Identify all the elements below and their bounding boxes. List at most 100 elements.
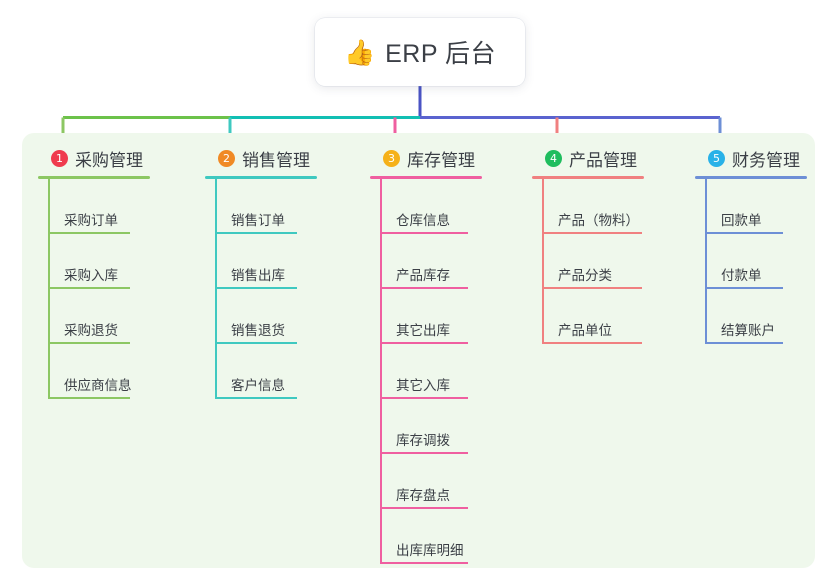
leaf-item-label: 客户信息 bbox=[231, 378, 285, 393]
leaf-item-label: 产品单位 bbox=[558, 323, 612, 338]
leaf-underline bbox=[380, 562, 468, 564]
leaf-underline bbox=[380, 232, 468, 234]
leaf-item[interactable]: 客户信息 bbox=[205, 344, 345, 399]
leaf-item[interactable]: 结算账户 bbox=[695, 289, 825, 344]
column-rule bbox=[205, 176, 317, 179]
leaf-list: 回款单付款单结算账户 bbox=[695, 179, 825, 344]
leaf-item-label: 付款单 bbox=[721, 268, 762, 283]
leaf-spine bbox=[48, 179, 50, 399]
leaf-underline bbox=[542, 287, 642, 289]
leaf-underline bbox=[215, 342, 297, 344]
leaf-underline bbox=[380, 507, 468, 509]
leaf-list: 仓库信息产品库存其它出库其它入库库存调拨库存盘点出库库明细 bbox=[370, 179, 510, 564]
leaf-underline bbox=[542, 342, 642, 344]
leaf-item[interactable]: 付款单 bbox=[695, 234, 825, 289]
column-rule bbox=[532, 176, 644, 179]
leaf-spine bbox=[380, 179, 382, 564]
column-5: 5 财务管理回款单付款单结算账户 bbox=[695, 146, 825, 344]
leaf-item-label: 库存调拨 bbox=[396, 433, 450, 448]
leaf-item[interactable]: 其它出库 bbox=[370, 289, 510, 344]
column-title: 库存管理 bbox=[407, 150, 475, 170]
leaf-underline bbox=[542, 232, 642, 234]
column-title: 产品管理 bbox=[569, 150, 637, 170]
leaf-underline bbox=[215, 397, 297, 399]
leaf-underline bbox=[705, 287, 783, 289]
leaf-list: 销售订单销售出库销售退货客户信息 bbox=[205, 179, 345, 399]
column-3: 3 库存管理仓库信息产品库存其它出库其它入库库存调拨库存盘点出库库明细 bbox=[370, 146, 510, 564]
leaf-item-label: 采购退货 bbox=[64, 323, 118, 338]
column-4: 4 产品管理产品（物料） 产品分类产品单位 bbox=[532, 146, 672, 344]
leaf-item[interactable]: 产品单位 bbox=[532, 289, 672, 344]
leaf-item[interactable]: 产品（物料） bbox=[532, 179, 672, 234]
leaf-item[interactable]: 其它入库 bbox=[370, 344, 510, 399]
column-2: 2 销售管理销售订单销售出库销售退货客户信息 bbox=[205, 146, 345, 399]
leaf-item-label: 产品库存 bbox=[396, 268, 450, 283]
root-node[interactable]: 👍 ERP 后台 bbox=[315, 18, 525, 86]
column-header-2[interactable]: 2 销售管理 bbox=[205, 146, 345, 170]
leaf-item[interactable]: 供应商信息 bbox=[38, 344, 178, 399]
leaf-underline bbox=[215, 232, 297, 234]
leaf-underline bbox=[705, 232, 783, 234]
leaf-spine bbox=[215, 179, 217, 399]
leaf-item-label: 产品分类 bbox=[558, 268, 612, 283]
leaf-item[interactable]: 库存调拨 bbox=[370, 399, 510, 454]
leaf-item-label: 其它出库 bbox=[396, 323, 450, 338]
leaf-item-label: 采购订单 bbox=[64, 213, 118, 228]
leaf-item[interactable]: 出库库明细 bbox=[370, 509, 510, 564]
column-rule bbox=[695, 176, 807, 179]
leaf-underline bbox=[380, 452, 468, 454]
leaf-item-label: 库存盘点 bbox=[396, 488, 450, 503]
leaf-item-label: 结算账户 bbox=[721, 323, 775, 338]
leaf-item[interactable]: 回款单 bbox=[695, 179, 825, 234]
leaf-underline bbox=[705, 342, 783, 344]
leaf-item-label: 供应商信息 bbox=[64, 378, 132, 393]
column-title: 财务管理 bbox=[732, 150, 800, 170]
leaf-underline bbox=[48, 342, 130, 344]
leaf-item[interactable]: 采购退货 bbox=[38, 289, 178, 344]
leaf-item[interactable]: 库存盘点 bbox=[370, 454, 510, 509]
column-header-3[interactable]: 3 库存管理 bbox=[370, 146, 510, 170]
column-title: 采购管理 bbox=[75, 150, 143, 170]
column-badge-icon: 2 bbox=[218, 149, 235, 167]
diagram-panel bbox=[22, 133, 815, 568]
root-title: ERP 后台 bbox=[385, 40, 497, 68]
leaf-underline bbox=[380, 397, 468, 399]
leaf-spine bbox=[705, 179, 707, 344]
column-badge-icon: 3 bbox=[383, 149, 400, 167]
leaf-item[interactable]: 销售订单 bbox=[205, 179, 345, 234]
leaf-item-label: 销售出库 bbox=[231, 268, 285, 283]
thumbs-up-icon: 👍 bbox=[343, 37, 376, 67]
column-badge-icon: 1 bbox=[51, 149, 68, 167]
leaf-item[interactable]: 采购订单 bbox=[38, 179, 178, 234]
leaf-item[interactable]: 产品分类 bbox=[532, 234, 672, 289]
leaf-item[interactable]: 销售出库 bbox=[205, 234, 345, 289]
leaf-item-label: 销售退货 bbox=[231, 323, 285, 338]
leaf-underline bbox=[48, 397, 130, 399]
leaf-item-label: 出库库明细 bbox=[396, 543, 464, 558]
column-header-5[interactable]: 5 财务管理 bbox=[695, 146, 825, 170]
leaf-item[interactable]: 仓库信息 bbox=[370, 179, 510, 234]
leaf-item-label: 产品（物料） bbox=[558, 213, 639, 228]
column-rule bbox=[370, 176, 482, 179]
leaf-underline bbox=[380, 287, 468, 289]
column-header-4[interactable]: 4 产品管理 bbox=[532, 146, 672, 170]
leaf-item[interactable]: 采购入库 bbox=[38, 234, 178, 289]
leaf-item[interactable]: 产品库存 bbox=[370, 234, 510, 289]
leaf-item-label: 回款单 bbox=[721, 213, 762, 228]
leaf-underline bbox=[380, 342, 468, 344]
column-header-1[interactable]: 1 采购管理 bbox=[38, 146, 178, 170]
leaf-item[interactable]: 销售退货 bbox=[205, 289, 345, 344]
leaf-item-label: 其它入库 bbox=[396, 378, 450, 393]
leaf-underline bbox=[215, 287, 297, 289]
column-badge-icon: 4 bbox=[545, 149, 562, 167]
leaf-list: 采购订单采购入库采购退货供应商信息 bbox=[38, 179, 178, 399]
column-title: 销售管理 bbox=[242, 150, 310, 170]
leaf-underline bbox=[48, 232, 130, 234]
leaf-underline bbox=[48, 287, 130, 289]
leaf-item-label: 采购入库 bbox=[64, 268, 118, 283]
leaf-spine bbox=[542, 179, 544, 344]
leaf-item-label: 仓库信息 bbox=[396, 213, 450, 228]
leaf-list: 产品（物料） 产品分类产品单位 bbox=[532, 179, 672, 344]
column-badge-icon: 5 bbox=[708, 149, 725, 167]
